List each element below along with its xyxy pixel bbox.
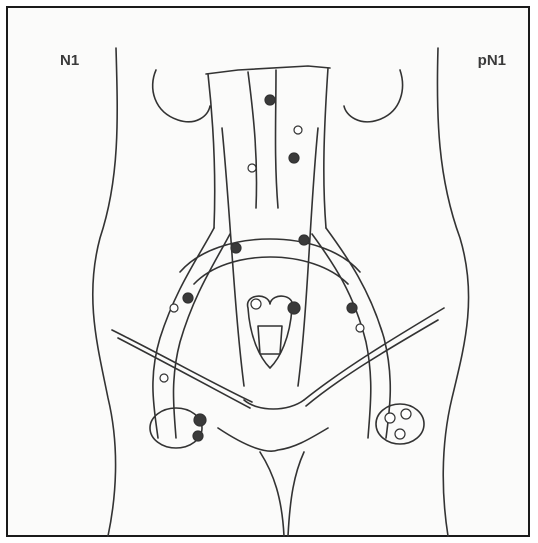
ureter-left xyxy=(222,128,244,386)
pubic-curve xyxy=(218,428,328,451)
node-marker xyxy=(251,299,261,309)
pubic-symphysis xyxy=(244,400,304,409)
uterus-body xyxy=(258,326,282,354)
pelvic-arch-inner xyxy=(194,257,348,284)
node-marker xyxy=(395,429,405,439)
kidney-left xyxy=(153,70,210,122)
node-marker xyxy=(160,374,168,382)
node-marker xyxy=(288,302,300,314)
node-marker xyxy=(231,243,241,253)
inner-thigh-left xyxy=(260,452,284,536)
node-marker xyxy=(183,293,193,303)
vessel-top-bar xyxy=(206,66,330,74)
inguinal-ligament-left-b xyxy=(118,338,250,408)
vessel-mid-line-b xyxy=(276,70,279,208)
node-marker xyxy=(294,126,302,134)
iliac-left-inner xyxy=(174,234,231,438)
inguinal-ligament-left xyxy=(112,330,252,402)
inner-thigh-right xyxy=(288,452,304,536)
lymph-nodes xyxy=(160,95,411,441)
great-vessel-left-edge xyxy=(208,74,215,228)
node-marker xyxy=(248,164,256,172)
iliac-right-outer xyxy=(326,228,390,438)
node-marker xyxy=(299,235,309,245)
node-marker xyxy=(401,409,411,419)
ureter-right xyxy=(298,128,318,386)
node-marker xyxy=(356,324,364,332)
anatomy-drawing xyxy=(8,8,532,539)
iliac-right-inner xyxy=(312,234,371,438)
node-marker xyxy=(194,414,206,426)
node-marker xyxy=(385,413,395,423)
anatomical-figure-frame: N1 pN1 xyxy=(6,6,530,537)
inguinal-ligament-right xyxy=(304,308,444,400)
inguinal-ligament-right-b xyxy=(306,320,438,406)
torso-left-outline xyxy=(93,48,117,536)
kidney-right xyxy=(344,70,402,122)
great-vessel-right-edge xyxy=(324,68,328,228)
node-marker xyxy=(193,431,203,441)
torso-right-outline xyxy=(437,48,468,536)
pelvic-arch-outer xyxy=(180,239,360,272)
node-marker xyxy=(265,95,275,105)
node-marker xyxy=(170,304,178,312)
node-marker xyxy=(347,303,357,313)
vessel-mid-line-a xyxy=(248,72,257,208)
node-marker xyxy=(289,153,299,163)
